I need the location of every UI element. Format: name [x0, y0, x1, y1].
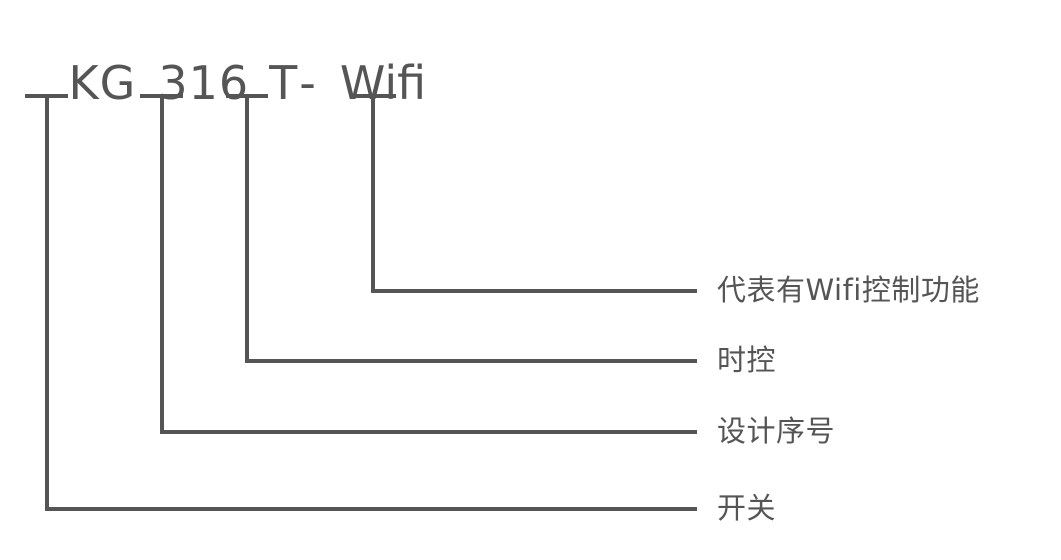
model-segment-prefix: KG	[68, 56, 137, 110]
leader-line-switch	[25, 94, 697, 511]
model-segment-dash: -	[299, 56, 316, 110]
model-segment-number: 316	[158, 56, 250, 110]
leader-line-timer-control	[226, 94, 697, 363]
callout-label-timer-control: 时控	[717, 343, 777, 377]
model-segment-suffix: Wifi	[339, 56, 427, 110]
callout-label-switch: 开关	[717, 491, 777, 525]
model-segment-letter: T	[269, 56, 298, 110]
leader-line-wifi-function	[350, 94, 697, 293]
callout-label-design-serial: 设计序号	[717, 414, 836, 448]
callout-label-wifi-function: 代表有Wifi控制功能	[717, 273, 980, 307]
model-code-heading: KG 316 T-Wifi	[10, 14, 427, 152]
leader-line-design-serial	[140, 94, 697, 434]
